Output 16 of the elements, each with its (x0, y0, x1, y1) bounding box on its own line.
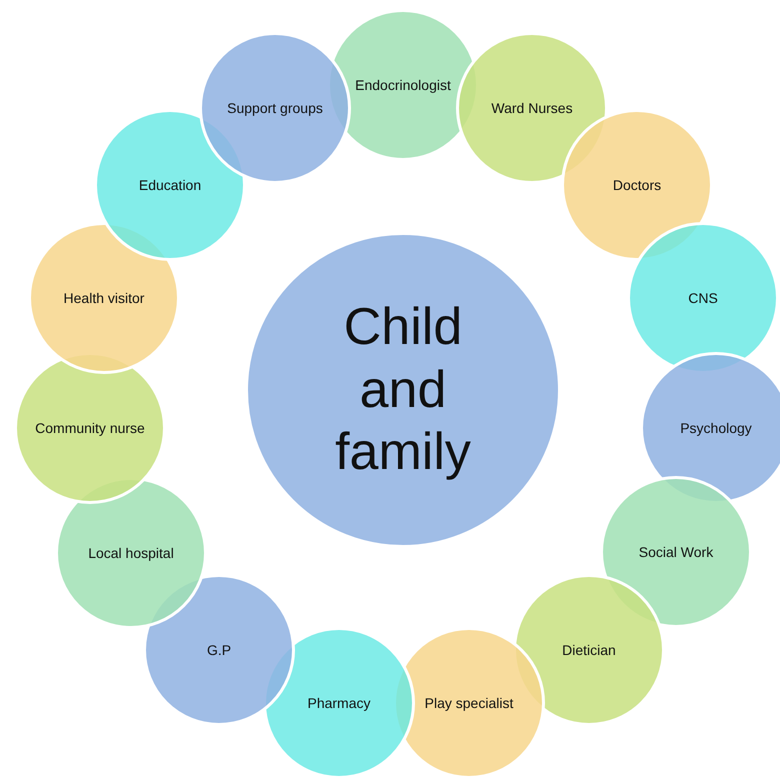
center-title: Child and family (334, 297, 472, 484)
role-label: Psychology (680, 418, 752, 438)
role-label: CNS (688, 288, 718, 308)
role-label: Play specialist (424, 694, 514, 712)
role-label: Community nurse (35, 418, 145, 438)
role-label: Doctors (612, 176, 662, 194)
role-label: Dietician (562, 640, 616, 660)
role-label: Education (138, 176, 202, 194)
role-label: Endocrinologist (355, 76, 451, 94)
role-label: Support groups (227, 98, 323, 118)
role-label: Health visitor (64, 288, 144, 308)
role-label: G.P (206, 640, 232, 660)
role-label: Social Work (638, 542, 714, 562)
role-label: Pharmacy (307, 694, 371, 712)
role-label: Local hospital (88, 544, 174, 562)
role-label: Ward Nurses (491, 98, 573, 118)
